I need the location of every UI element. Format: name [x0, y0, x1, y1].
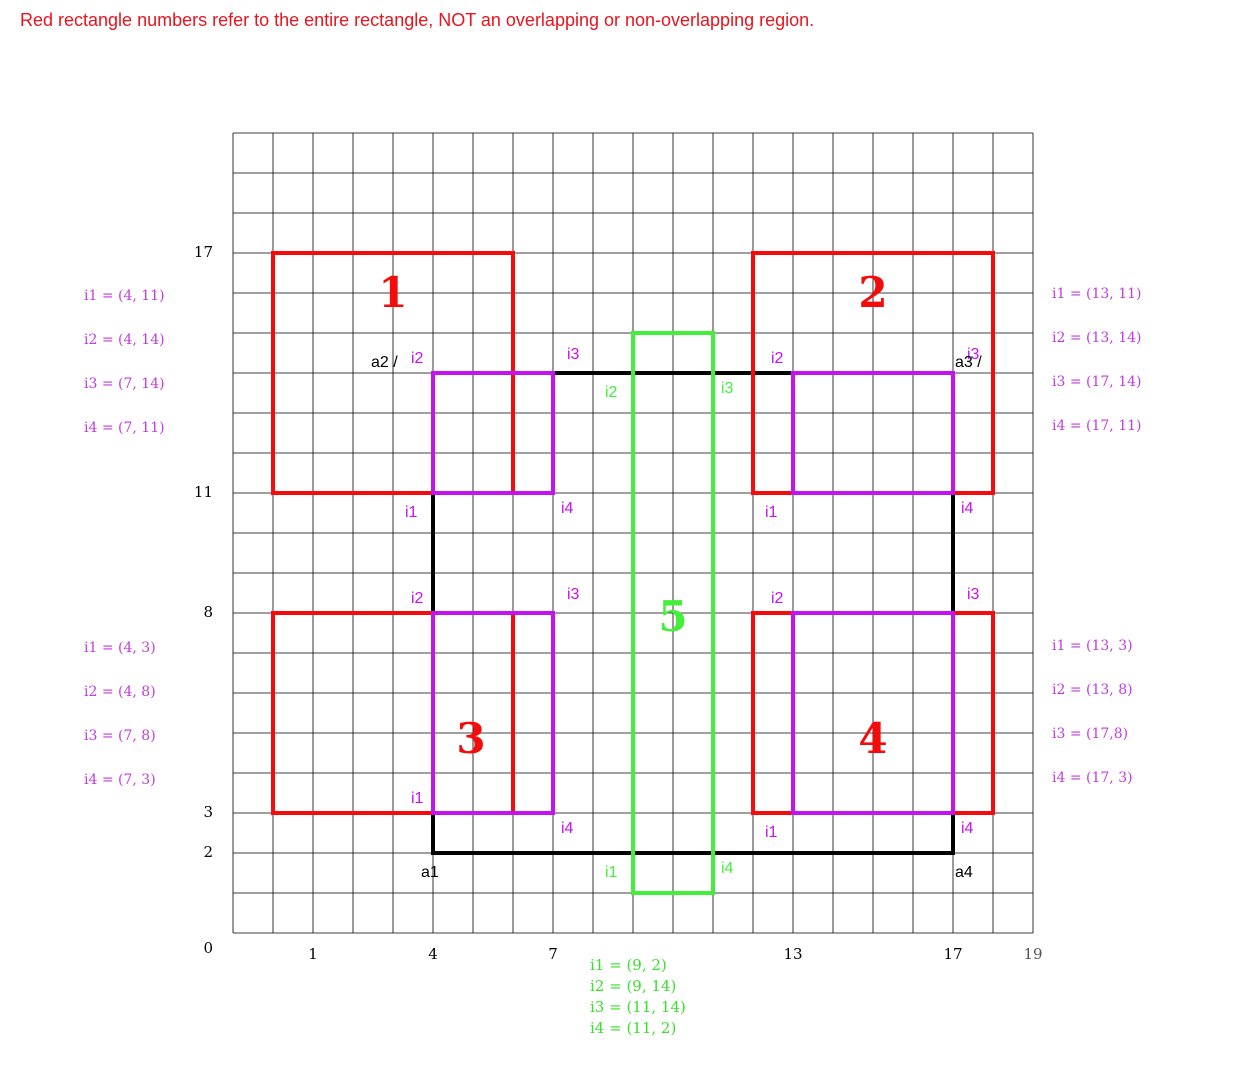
corner-label: i3 — [967, 586, 980, 603]
y-tick-label: 2 — [203, 843, 213, 861]
coords-green-rectangle: i1 = (9, 2) i2 = (9, 14) i3 = (11, 14) i… — [590, 956, 686, 1040]
rectangles — [271, 251, 995, 895]
x-tick-label: 17 — [943, 945, 962, 963]
purple-rectangle — [431, 371, 555, 495]
corner-label: i1 — [765, 824, 778, 841]
corner-label: i3 — [567, 346, 580, 363]
corner-label: i4 — [721, 860, 734, 877]
corner-label: i4 — [961, 500, 974, 517]
corner-label: i1 — [605, 864, 618, 881]
y-tick-label: 17 — [194, 243, 213, 261]
coord-item: i3 = (17, 14) — [1052, 374, 1142, 390]
coord-item: i1 = (9, 2) — [590, 956, 667, 974]
coord-item: i2 = (13, 14) — [1052, 330, 1142, 346]
corner-label: i2 — [771, 590, 784, 607]
coord-item: i2 = (4, 8) — [84, 684, 156, 700]
coords-top-left: i1 = (4, 11) i2 = (4, 14) i3 = (7, 14) i… — [84, 288, 165, 464]
corner-label: i4 — [561, 500, 574, 517]
coord-item: i3 = (7, 14) — [84, 376, 165, 392]
corner-label: i3 — [967, 346, 980, 363]
coord-item: i4 = (7, 11) — [84, 420, 165, 436]
rectangle-number-label: 3 — [456, 714, 485, 763]
rectangle-number-label: 4 — [858, 714, 887, 763]
y-tick-label: 3 — [203, 803, 213, 821]
anchor-label: a2 / — [371, 354, 398, 371]
corner-label: i4 — [561, 820, 574, 837]
green-rectangle — [631, 331, 715, 895]
corner-label: i1 — [765, 504, 778, 521]
corner-label: i2 — [411, 350, 424, 367]
coord-item: i1 = (13, 11) — [1052, 286, 1142, 302]
coord-item: i4 = (11, 2) — [590, 1019, 677, 1037]
rectangle-number-label: 2 — [858, 268, 887, 317]
rectangle-number-label: 1 — [378, 268, 407, 317]
y-tick-label: 0 — [203, 939, 213, 957]
coord-item: i3 = (11, 14) — [590, 998, 686, 1016]
anchor-label: a4 — [955, 864, 973, 881]
coord-item: i1 = (4, 3) — [84, 640, 156, 656]
corner-label: i3 — [721, 380, 734, 397]
coord-item: i3 = (17,8) — [1052, 726, 1129, 742]
purple-rectangle — [791, 611, 955, 815]
purple-rectangle — [431, 611, 555, 815]
corner-label: i1 — [411, 790, 424, 807]
corner-label: i4 — [961, 820, 974, 837]
anchor-label: a1 — [421, 864, 439, 881]
x-tick-label: 7 — [548, 945, 558, 963]
x-tick-label: 13 — [783, 945, 802, 963]
corner-label: i1 — [405, 504, 418, 521]
coord-item: i3 = (7, 8) — [84, 728, 156, 744]
coord-item: i1 = (4, 11) — [84, 288, 165, 304]
x-tick-label: 1 — [308, 945, 318, 963]
corner-label: i3 — [567, 586, 580, 603]
coord-item: i4 = (17, 3) — [1052, 770, 1133, 786]
anchor-label: a3 / — [955, 354, 982, 371]
coord-item: i4 = (7, 3) — [84, 772, 156, 788]
coords-bottom-left: i1 = (4, 3) i2 = (4, 8) i3 = (7, 8) i4 =… — [84, 640, 156, 816]
x-tick-label: 19 — [1023, 945, 1042, 963]
corner-label: i2 — [411, 590, 424, 607]
coord-item: i2 = (4, 14) — [84, 332, 165, 348]
y-tick-label: 8 — [203, 603, 213, 621]
coords-bottom-right: i1 = (13, 3) i2 = (13, 8) i3 = (17,8) i4… — [1052, 638, 1133, 814]
coord-item: i2 = (9, 14) — [590, 977, 677, 995]
coord-item: i4 = (17, 11) — [1052, 418, 1142, 434]
corner-label: i2 — [605, 384, 618, 401]
coords-top-right: i1 = (13, 11) i2 = (13, 14) i3 = (17, 14… — [1052, 286, 1141, 462]
x-tick-label: 4 — [428, 945, 438, 963]
instruction-note: Red rectangle numbers refer to the entir… — [20, 10, 815, 30]
y-tick-label: 11 — [194, 483, 213, 501]
rectangle-number-label: 5 — [658, 592, 687, 641]
red-rectangle — [271, 611, 515, 815]
corner-label: i2 — [771, 350, 784, 367]
purple-rectangle — [791, 371, 955, 495]
coord-item: i1 = (13, 3) — [1052, 638, 1133, 654]
coord-item: i2 = (13, 8) — [1052, 682, 1133, 698]
corner-labels: 1 2 3 4 5 i2 i3 i1 i4 i2 i3 i1 i4 i2 i3 i1 i4 i2 i3 i1 i4 i2 i… — [371, 268, 982, 881]
